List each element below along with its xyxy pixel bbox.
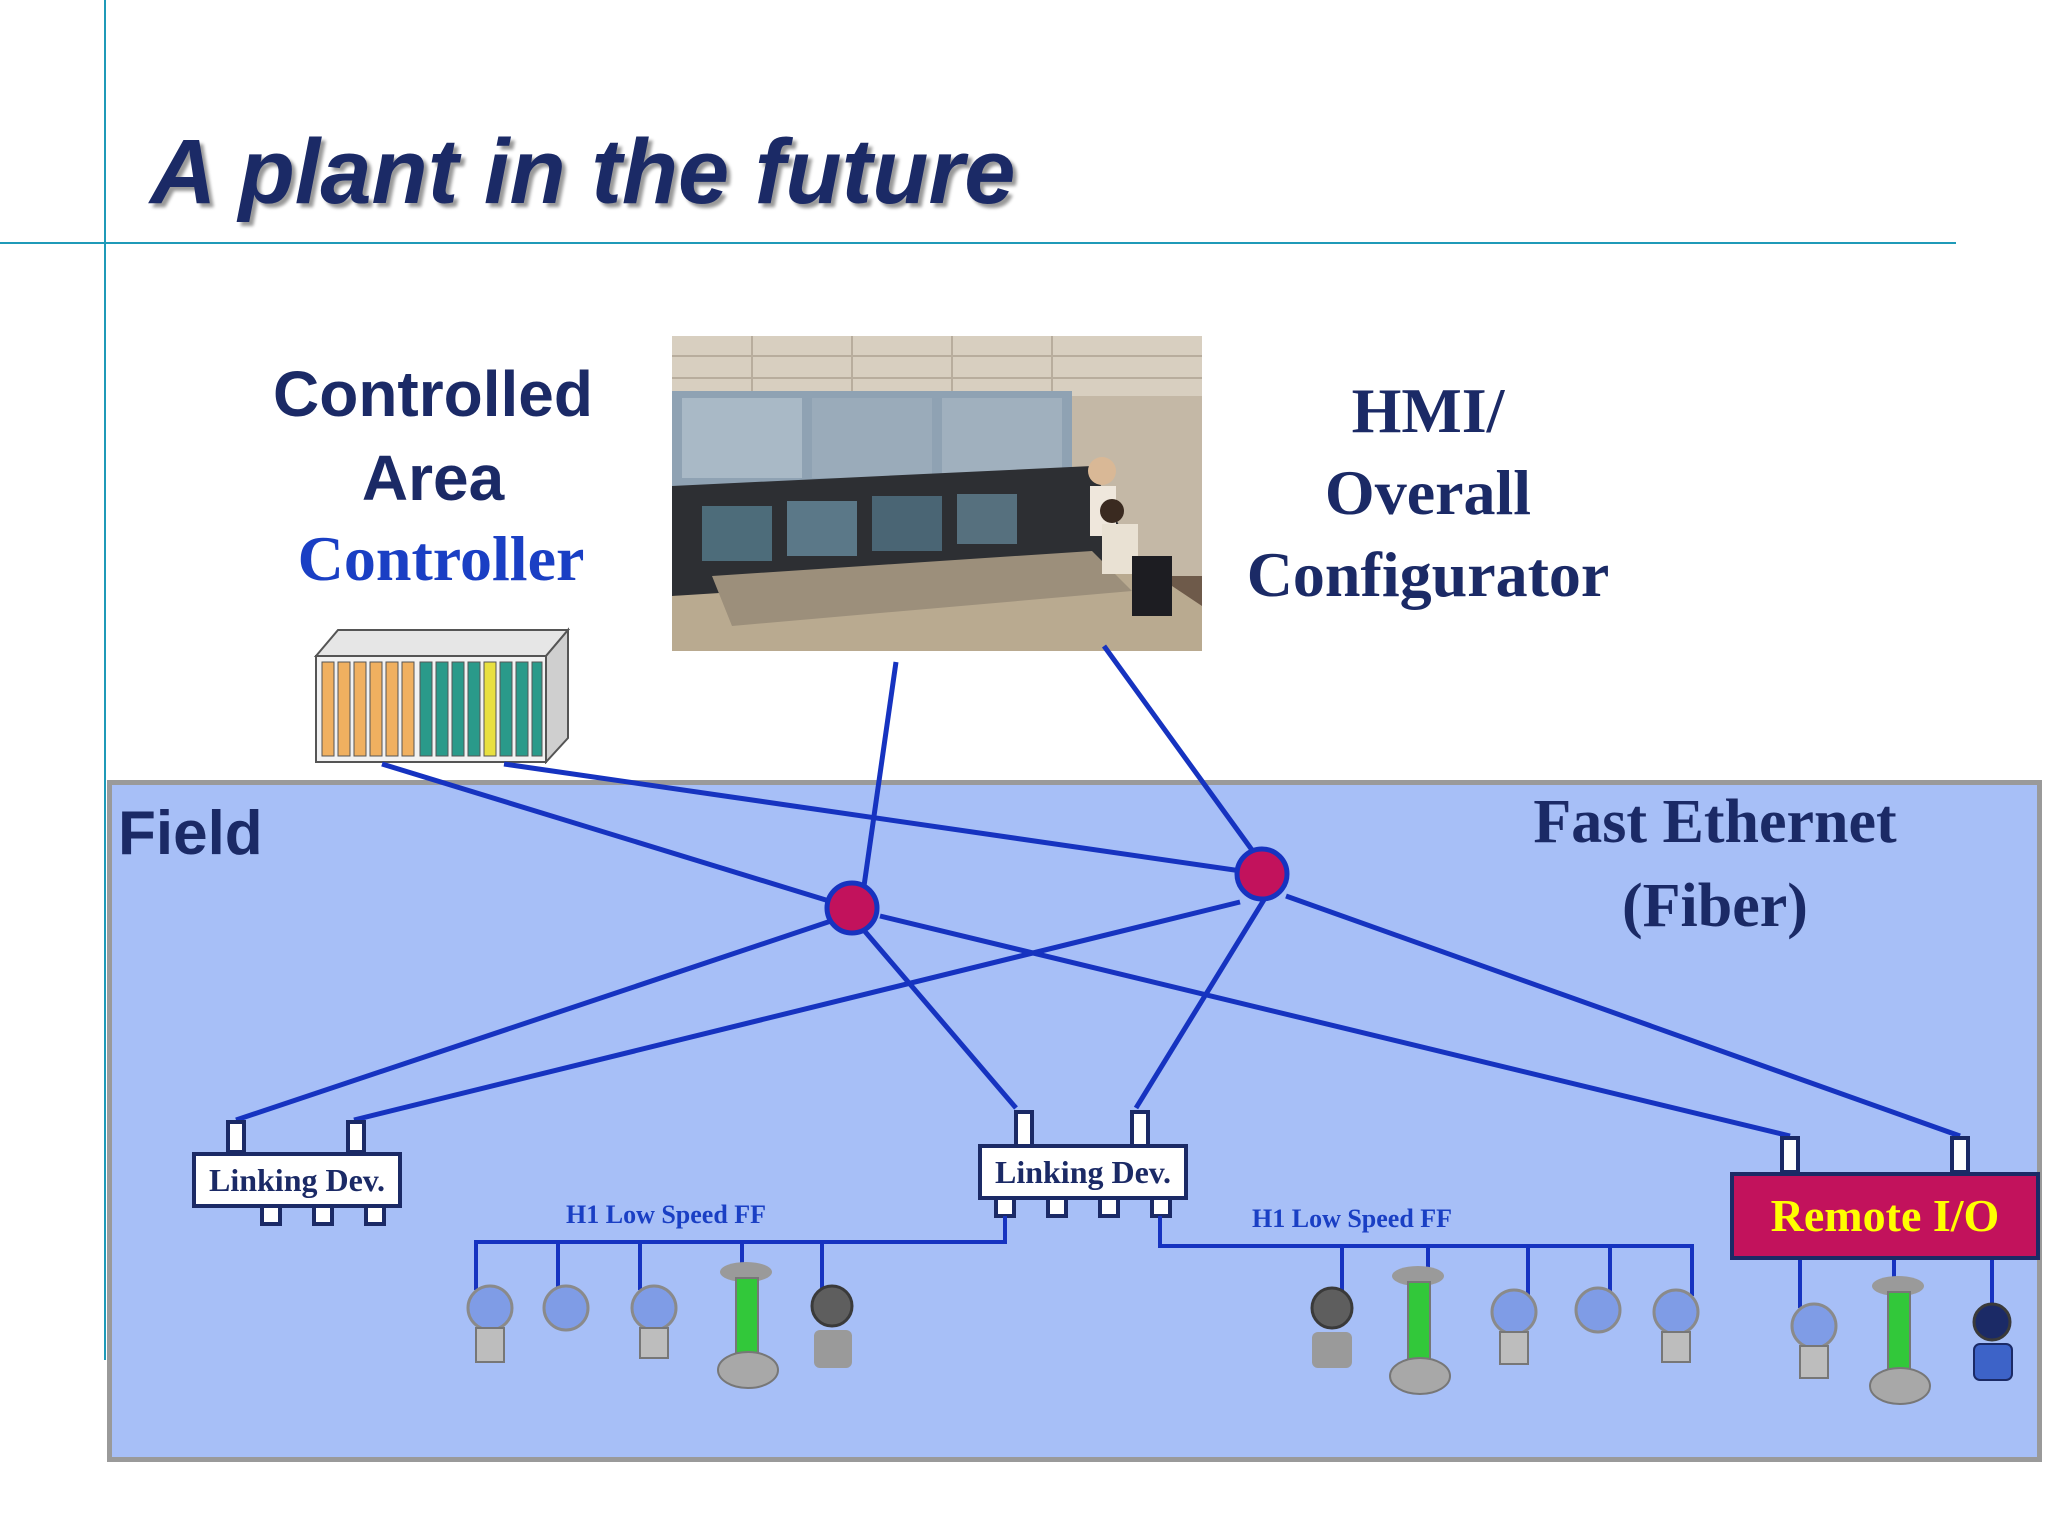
fast-ethernet-links (235, 644, 1961, 1139)
ethernet-switch-node (824, 880, 880, 936)
controller-rack-image (313, 627, 571, 764)
transmitter-icon (1652, 1288, 1700, 1363)
field-label: Field (118, 799, 263, 868)
control-valve-icon (1389, 1266, 1451, 1395)
fast-ethernet-line1: Fast Ethernet (1533, 788, 1897, 856)
flowmeter-icon (1310, 1286, 1354, 1368)
control-valve-icon (1869, 1276, 1931, 1405)
h1-bus-left (474, 1216, 1007, 1290)
hmi-line2: Overall (1324, 457, 1532, 528)
link-switch2-linking-left-b (353, 899, 1241, 1123)
fast-ethernet-line2: (Fiber) (1622, 872, 1808, 940)
link-switch2-linking-center-b (1133, 888, 1273, 1110)
linking-device-center: Linking Dev. (978, 1144, 1188, 1200)
remote-io: Remote I/O (1730, 1172, 2040, 1260)
slide-vertical-accent-line (104, 0, 106, 1360)
transmitter-icon (466, 1284, 514, 1363)
controlled-area-label: Controlled Area (258, 352, 608, 520)
link-switch2-remote-io (1285, 893, 1961, 1139)
transmitter-icon (1574, 1286, 1622, 1334)
link-switch1-linking-left-a (235, 917, 835, 1123)
hmi-line3: Configurator (1246, 539, 1610, 610)
transmitter-icon (1790, 1302, 1838, 1379)
transmitter-icon (630, 1284, 678, 1359)
h1-bus-label-left: H1 Low Speed FF (566, 1200, 767, 1229)
controlled-area-line2: Area (361, 442, 505, 514)
slide-title: A plant in the future (150, 121, 1016, 223)
controller-label: Controller (297, 523, 585, 594)
link-hmi-switch2 (1101, 644, 1255, 852)
link-switch1-remote-io (879, 913, 1791, 1139)
control-room-image (672, 336, 1202, 651)
h1-bus-label-right: H1 Low Speed FF (1252, 1204, 1453, 1233)
link-controller-switch2 (503, 761, 1263, 877)
linking-device-left: Linking Dev. (192, 1152, 402, 1208)
flowmeter-icon (1972, 1302, 2013, 1381)
transmitter-icon (1490, 1288, 1538, 1365)
slide-horizontal-accent-line (0, 242, 1956, 244)
flowmeter-icon (810, 1284, 854, 1368)
link-switch1-linking-center-a (860, 926, 1018, 1110)
device-ports (226, 1110, 1970, 1226)
hmi-label: HMI/ Overall Configurator (1218, 370, 1638, 616)
ethernet-switch-node (1234, 846, 1290, 902)
link-controller-switch1 (381, 761, 853, 911)
controlled-area-line1: Controlled (273, 358, 593, 430)
control-valve-icon (717, 1262, 779, 1389)
fast-ethernet-label: Fast Ethernet (Fiber) (1500, 780, 1930, 948)
hmi-line1: HMI/ (1351, 375, 1505, 446)
link-hmi-switch1 (861, 661, 899, 887)
transmitter-icon (542, 1284, 590, 1332)
